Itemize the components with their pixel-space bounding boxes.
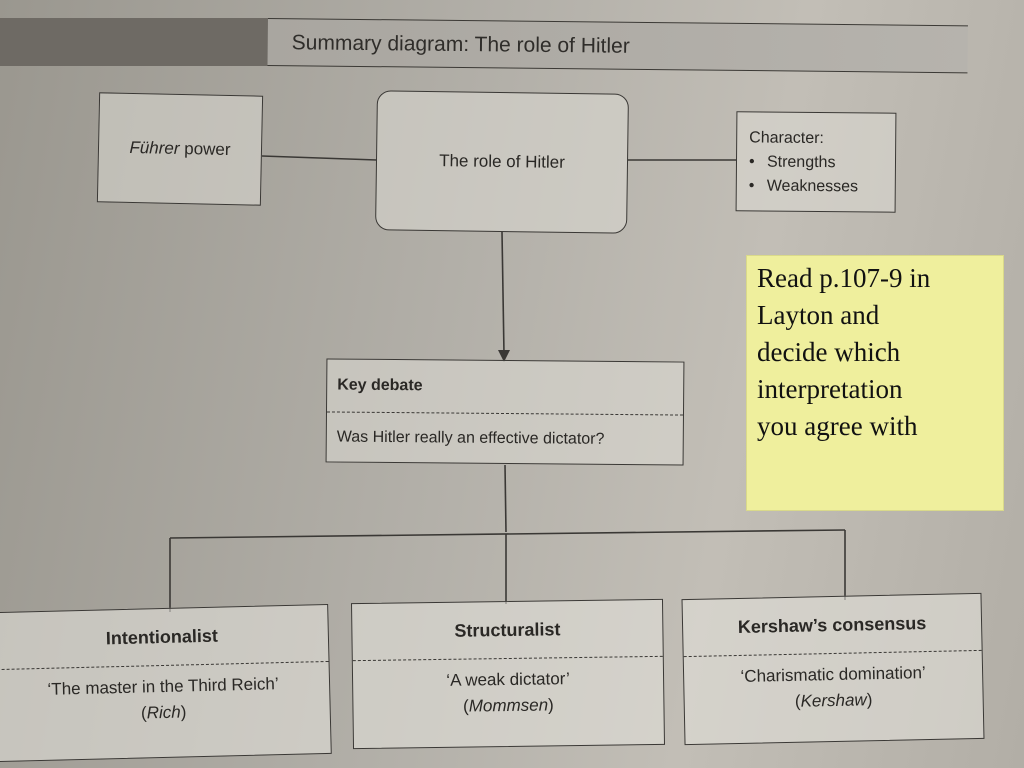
structuralist-author: (Mommsen) xyxy=(462,695,554,716)
character-list: Strengths Weaknesses xyxy=(749,150,883,199)
note-line: you agree with xyxy=(757,411,918,441)
key-debate-question: Was Hitler really an effective dictator? xyxy=(336,428,605,448)
note-line: interpretation xyxy=(757,374,903,404)
intentionalist-box: Intentionalist ‘The master in the Third … xyxy=(0,603,332,763)
structuralist-title: Structuralist xyxy=(352,599,663,662)
structuralist-body: ‘A weak dictator’ (Mommsen) xyxy=(353,657,664,721)
note-line: decide which xyxy=(757,337,901,367)
character-item-strengths: Strengths xyxy=(749,150,883,175)
page-title: Summary diagram: The role of Hitler xyxy=(267,18,968,74)
connector-horizontal-bar xyxy=(169,529,846,539)
key-debate-heading: Key debate xyxy=(326,359,684,416)
connector-fuhrer-role xyxy=(261,155,378,161)
fuhrer-power-box: Führer power xyxy=(96,92,264,206)
intentionalist-title: Intentionalist xyxy=(0,604,329,671)
note-line: Layton and xyxy=(757,300,880,330)
kershaw-box: Kershaw’s consensus ‘Charismatic dominat… xyxy=(681,592,985,746)
fuhrer-power-label: Führer power xyxy=(129,137,231,160)
connector-debate-down xyxy=(504,464,507,533)
character-box: Character: Strengths Weaknesses xyxy=(735,111,897,213)
character-item-weaknesses: Weaknesses xyxy=(749,174,883,199)
character-heading: Character: xyxy=(749,129,824,148)
key-debate-box: Key debate Was Hitler really an effectiv… xyxy=(325,358,685,466)
kershaw-title: Kershaw’s consensus xyxy=(682,593,982,658)
kershaw-body: ‘Charismatic domination’ (Kershaw) xyxy=(684,651,983,717)
role-of-hitler-label: The role of Hitler xyxy=(439,151,565,172)
structuralist-box: Structuralist ‘A weak dictator’ (Mommsen… xyxy=(350,598,666,750)
intentionalist-body: ‘The master in the Third Reich’ (Rich) xyxy=(0,662,330,730)
sticky-note: Read p.107-9 in Layton and decide which … xyxy=(746,255,1004,511)
note-line: Read p.107-9 in xyxy=(757,263,931,293)
connector-role-debate xyxy=(501,231,505,355)
header-band xyxy=(0,18,268,66)
role-of-hitler-box: The role of Hitler xyxy=(375,90,629,234)
kershaw-author: (Kershaw) xyxy=(794,690,873,711)
